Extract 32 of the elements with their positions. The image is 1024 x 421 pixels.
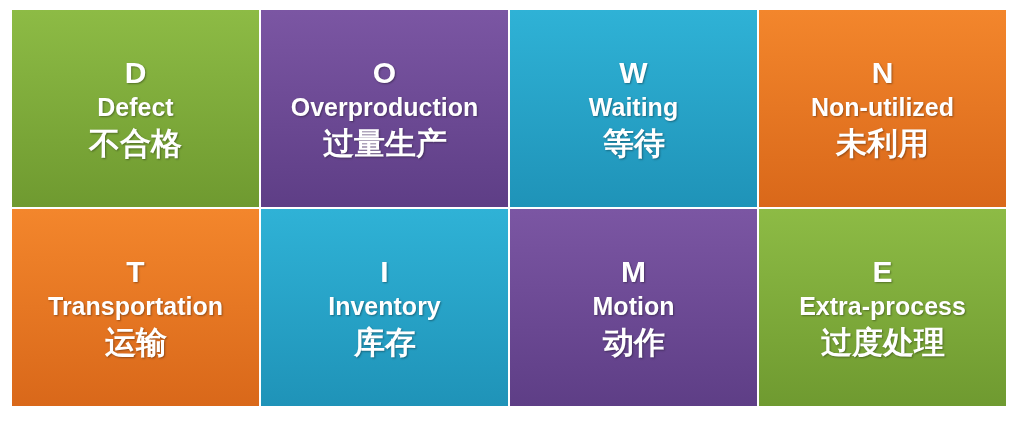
chinese-term: 未利用 <box>836 123 929 163</box>
initial-letter: N <box>871 54 894 91</box>
chinese-term: 过量生产 <box>322 123 447 163</box>
category-tile <box>12 10 259 207</box>
category-tile <box>510 10 757 207</box>
category-tile <box>759 209 1006 406</box>
english-term: Extra-process <box>799 290 966 322</box>
initial-letter: T <box>126 253 145 290</box>
initial-letter: I <box>380 253 389 290</box>
chinese-term: 运输 <box>104 322 167 362</box>
chinese-term: 不合格 <box>89 123 182 163</box>
english-term: Motion <box>592 290 675 322</box>
english-term: Defect <box>97 91 174 123</box>
category-tile <box>759 10 1006 207</box>
initial-letter: E <box>872 253 893 290</box>
english-term: Transportation <box>48 290 223 322</box>
category-tile <box>261 10 508 207</box>
category-tile <box>261 209 508 406</box>
english-term: Overproduction <box>290 91 479 123</box>
category-tile <box>510 209 757 406</box>
initial-letter: W <box>619 54 648 91</box>
english-term: Waiting <box>588 91 679 123</box>
initial-letter: M <box>621 253 646 290</box>
initial-letter: O <box>372 54 397 91</box>
english-term: Inventory <box>328 290 441 322</box>
english-term: Non-utilized <box>811 91 954 123</box>
chinese-term: 动作 <box>602 322 665 362</box>
category-tile <box>12 209 259 406</box>
initial-letter: D <box>124 54 147 91</box>
chinese-term: 库存 <box>353 322 416 362</box>
chinese-term: 等待 <box>602 123 665 163</box>
chinese-term: 过度处理 <box>820 322 945 362</box>
